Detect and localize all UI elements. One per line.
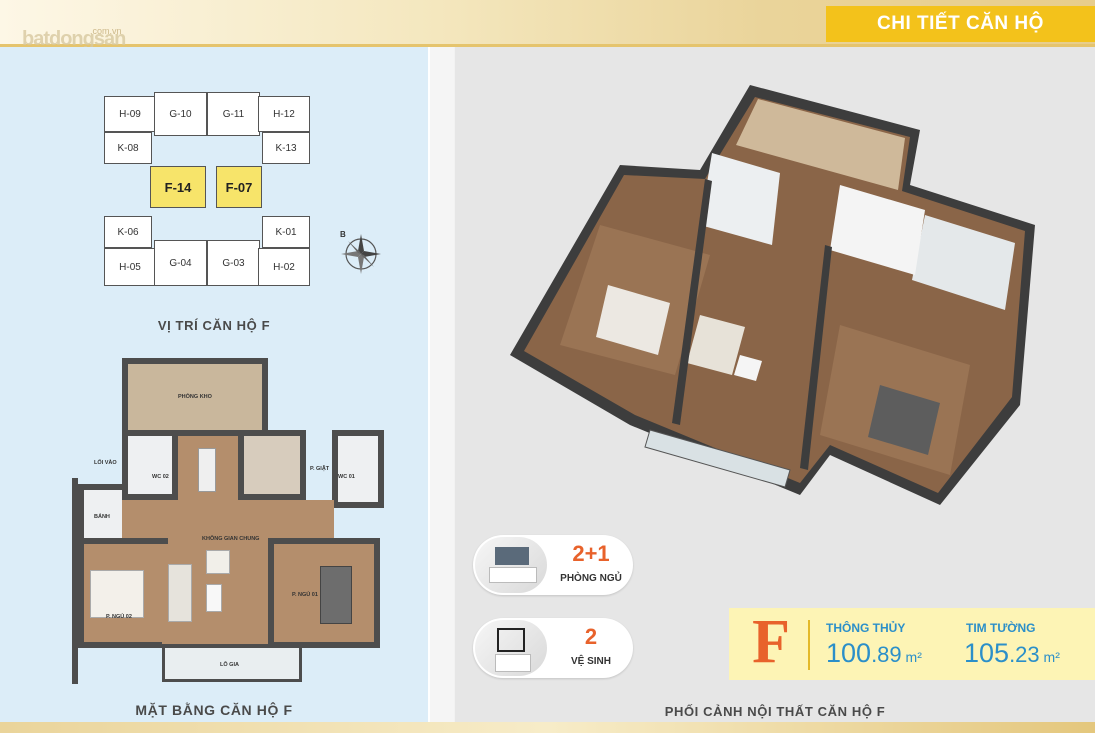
wall-area-dec: .23 — [1009, 642, 1040, 667]
bathroom-label: VỆ SINH — [570, 656, 611, 667]
footer-band — [0, 722, 1095, 733]
floor-plan-caption: MẶT BẰNG CĂN HỘ F — [135, 702, 293, 718]
armchair — [206, 550, 230, 574]
unit-g03: G-03 — [207, 240, 260, 286]
render-caption: PHỐI CẢNH NỘI THẤT CĂN HỘ F — [664, 704, 886, 719]
compass-icon: B — [336, 228, 384, 276]
unit-h09: H-09 — [104, 96, 156, 132]
bathroom-count: 2 — [584, 624, 598, 649]
bathroom-thumbnail — [475, 620, 547, 676]
key-plan-caption: VỊ TRÍ CĂN HỘ F — [157, 318, 271, 333]
clear-area-unit: m² — [901, 649, 922, 665]
wall-area-unit: m² — [1039, 649, 1060, 665]
unit-k13: K-13 — [262, 132, 310, 164]
label-laundry: P. GIẶT — [310, 466, 330, 472]
unit-g10: G-10 — [154, 92, 207, 136]
unit-g04: G-04 — [154, 240, 207, 286]
coffee-table — [206, 584, 222, 612]
area-card — [729, 608, 1095, 680]
area-separator — [808, 620, 810, 670]
unit-h02: H-02 — [258, 248, 310, 286]
room-loggia — [162, 648, 302, 682]
bedroom-label: PHÒNG NGỦ — [560, 573, 622, 584]
label-wc01: WC 01 — [338, 474, 355, 480]
label-bed02: P. NGỦ 02 — [106, 614, 132, 620]
clear-area-title: THÔNG THỦY — [826, 621, 906, 635]
label-entrance: LỐI VÀO — [94, 460, 117, 466]
room-kitchen — [238, 430, 306, 500]
unit-g11: G-11 — [207, 92, 260, 136]
label-loggia: LÔ GIA — [220, 662, 239, 668]
panel-divider — [430, 47, 454, 725]
bathroom-stat-card: 2 VỆ SINH — [473, 618, 633, 678]
wall-area-int: 105 — [964, 638, 1010, 668]
watermark-logo: batdongsan — [22, 28, 126, 50]
unit-f07-highlight: F-07 — [216, 166, 262, 208]
unit-k08: K-08 — [104, 132, 152, 164]
unit-k01: K-01 — [262, 216, 310, 248]
bed-01 — [320, 566, 352, 624]
label-bed01: P. NGỦ 01 — [292, 592, 318, 598]
outer-wall — [72, 478, 78, 684]
wall-area-title: TIM TƯỜNG — [966, 621, 1036, 635]
dining-table — [198, 448, 216, 492]
label-shoe: BÁNH — [94, 514, 110, 520]
label-common: KHÔNG GIAN CHUNG — [202, 536, 260, 542]
label-wc02: WC 02 — [152, 474, 169, 480]
room-wc02 — [122, 430, 178, 500]
apartment-type-letter: F — [752, 608, 790, 676]
page-title: CHI TIẾT CĂN HỘ — [826, 6, 1095, 42]
room-shoe — [78, 484, 122, 538]
unit-f14-highlight: F-14 — [150, 166, 206, 208]
unit-k06: K-06 — [104, 216, 152, 248]
watermark-suffix: .com.vn — [90, 26, 122, 36]
header-divider — [0, 44, 1095, 47]
unit-h12: H-12 — [258, 96, 310, 132]
interior-render — [500, 75, 1040, 525]
bedroom-stat-card: 2+1 PHÒNG NGỦ — [473, 535, 633, 595]
clear-area-dec: .89 — [871, 642, 902, 667]
bedroom-thumbnail — [475, 537, 547, 593]
clear-area-value: 100.89 m² — [826, 638, 922, 669]
room-wc01 — [332, 430, 384, 508]
bed-02 — [90, 570, 144, 618]
sofa — [168, 564, 192, 622]
key-plan: H-09 G-10 G-11 H-12 K-08 K-13 F-14 F-07 … — [104, 92, 310, 290]
bedroom-count: 2+1 — [572, 541, 610, 566]
clear-area-int: 100 — [826, 638, 872, 668]
compass-letter: B — [340, 230, 346, 239]
label-storage: PHÒNG KHO — [178, 394, 212, 400]
wall-area-value: 105.23 m² — [964, 638, 1060, 669]
floor-plan: PHÒNG KHO WC 02 P. GIẶT WC 01 LỐI VÀO BÁ… — [70, 358, 385, 693]
unit-h05: H-05 — [104, 248, 156, 286]
